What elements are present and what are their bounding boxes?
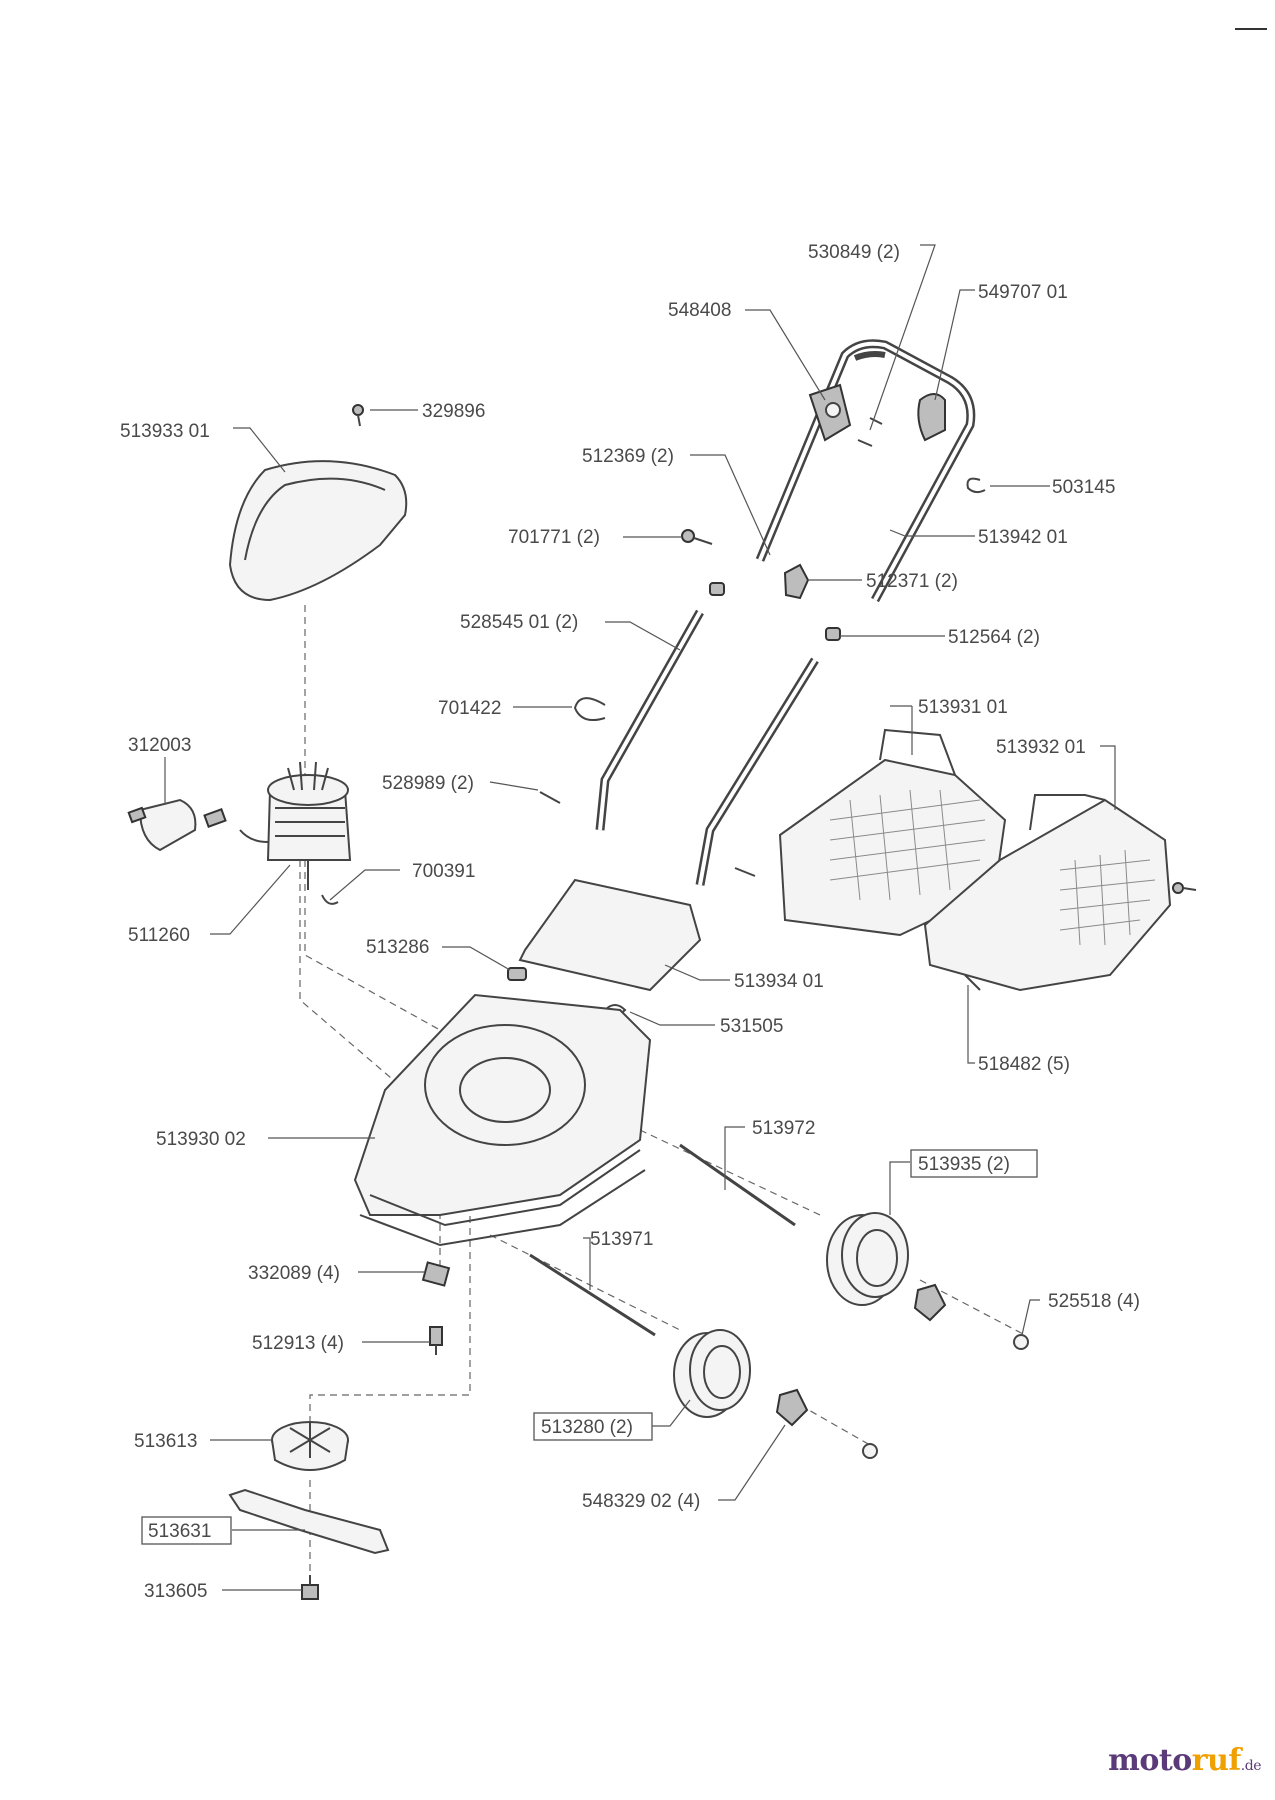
- washer-332089-part: [421, 1261, 451, 1287]
- label-528989: 528989 (2): [382, 773, 474, 794]
- flap-513934-part: [518, 878, 702, 992]
- label-512564: 512564 (2): [948, 627, 1040, 648]
- label-513931: 513931 01: [918, 697, 1008, 718]
- axle-513971-part: [529, 1253, 656, 1337]
- axle-513972-part: [679, 1143, 796, 1227]
- brand-watermark: motoruf.de: [1108, 1743, 1261, 1778]
- label-513286: 513286: [366, 937, 429, 958]
- clip-700391-part: [321, 894, 339, 905]
- switch-548408-part: [808, 383, 852, 442]
- label-511260: 511260: [128, 925, 190, 946]
- label-329896: 329896: [422, 401, 485, 422]
- label-518482: 518482 (5): [978, 1054, 1070, 1075]
- screw-329896-part: [352, 404, 364, 427]
- label-530849: 530849 (2): [808, 242, 900, 263]
- watermark-brand-a: moto: [1108, 1743, 1192, 1778]
- label-512369: 512369 (2): [582, 446, 674, 467]
- upper-handle-part: [755, 339, 976, 603]
- label-548329: 548329 02 (4): [582, 1491, 700, 1512]
- boxed-label-513280: 513280 (2): [533, 1412, 653, 1441]
- label-512371: 512371 (2): [866, 571, 958, 592]
- clip-701422-part: [573, 697, 606, 721]
- label-312003: 312003: [128, 735, 191, 756]
- screw-701771-part: [681, 529, 713, 545]
- label-513935: 513935 (2): [918, 1154, 1010, 1175]
- screw-512913-part: [429, 1326, 443, 1355]
- watermark-brand-b: ruf: [1191, 1743, 1242, 1778]
- watermark-tld: .de: [1240, 1758, 1262, 1774]
- spacer-512564-part: [825, 627, 841, 641]
- cable-clip-549707-part: [917, 393, 946, 442]
- screws-530849-part: [857, 417, 883, 447]
- label-701771: 701771 (2): [508, 527, 600, 548]
- blade-513631-part: [228, 1488, 390, 1555]
- clip-503145-part: [966, 477, 986, 494]
- deck-513930-part: [353, 993, 652, 1247]
- rear-wheel-513935-part: [826, 1212, 909, 1306]
- label-503145: 503145: [1052, 477, 1115, 498]
- nut-rear-part: [1013, 1334, 1029, 1350]
- label-512913: 512913 (4): [252, 1333, 344, 1354]
- label-548408: 548408: [668, 300, 731, 321]
- capacitor-part: [127, 798, 227, 852]
- lower-handle-part: [595, 609, 819, 886]
- label-332089: 332089 (4): [248, 1263, 340, 1284]
- knob-512371-part: [783, 563, 810, 600]
- nut-front-part: [862, 1443, 878, 1459]
- label-700391: 700391: [412, 861, 475, 882]
- label-531505: 531505: [720, 1016, 783, 1037]
- motor-hood-part: [228, 460, 408, 602]
- label-513972: 513972: [752, 1118, 815, 1139]
- label-513613: 513613: [134, 1431, 197, 1452]
- label-701422: 701422: [438, 698, 501, 719]
- label-513933: 513933 01: [120, 421, 210, 442]
- fan-513613-part: [271, 1421, 349, 1471]
- label-513280: 513280 (2): [541, 1417, 633, 1438]
- boxed-label-513631: 513631: [141, 1516, 232, 1545]
- front-wheel-513280-part: [673, 1329, 751, 1418]
- label-513930: 513930 02: [156, 1129, 246, 1150]
- hub-cap-front-part: [775, 1388, 809, 1427]
- label-513942: 513942 01: [978, 527, 1068, 548]
- label-313605: 313605: [144, 1581, 207, 1602]
- hub-cap-rear-part: [913, 1283, 947, 1322]
- hinge-513286-part: [507, 967, 527, 981]
- label-513631: 513631: [148, 1521, 211, 1542]
- screw-518482-part: [964, 974, 981, 991]
- screws-528989-part: [539, 791, 756, 877]
- label-525518: 525518 (4): [1048, 1291, 1140, 1312]
- part-labels: 530849 (2) 548408 549707 01 329896 51393…: [120, 242, 1140, 1602]
- grass-box-bottom-part: [923, 794, 1172, 992]
- spacer-left-part: [709, 582, 725, 596]
- label-513934: 513934 01: [734, 971, 824, 992]
- leader-lines: [164, 244, 1116, 1591]
- box-screw-part: [1172, 882, 1197, 894]
- bolt-313605-part: [301, 1575, 319, 1600]
- corner-mark: [1235, 28, 1267, 30]
- motor-part: [239, 761, 352, 890]
- label-513971: 513971: [590, 1229, 653, 1250]
- label-513932: 513932 01: [996, 737, 1086, 758]
- label-549707: 549707 01: [978, 282, 1068, 303]
- boxed-label-513935: 513935 (2): [910, 1149, 1038, 1178]
- grass-box-top-part: [778, 728, 1007, 937]
- label-528545: 528545 01 (2): [460, 612, 578, 633]
